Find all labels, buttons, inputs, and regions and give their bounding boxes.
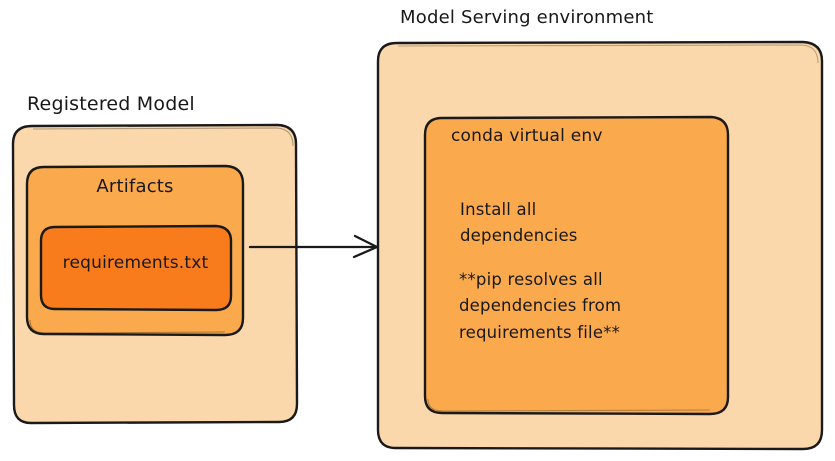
- label-artifacts: Artifacts: [96, 176, 174, 197]
- text-install-dependencies: Install all dependencies: [460, 200, 578, 246]
- label-conda-virtual-env: conda virtual env: [451, 126, 603, 146]
- title-model-serving-environment: Model Serving environment: [400, 7, 654, 28]
- box-model-serving-environment[interactable]: [376, 40, 824, 451]
- title-registered-model: Registered Model: [27, 93, 195, 115]
- text-pip-resolves-dependencies: **pip resolves all dependencies from req…: [459, 270, 622, 342]
- box-conda-virtual-env[interactable]: [423, 115, 730, 416]
- label-requirements-txt: requirements.txt: [62, 253, 209, 273]
- arrow-registered-model-to-serving[interactable]: [248, 234, 379, 259]
